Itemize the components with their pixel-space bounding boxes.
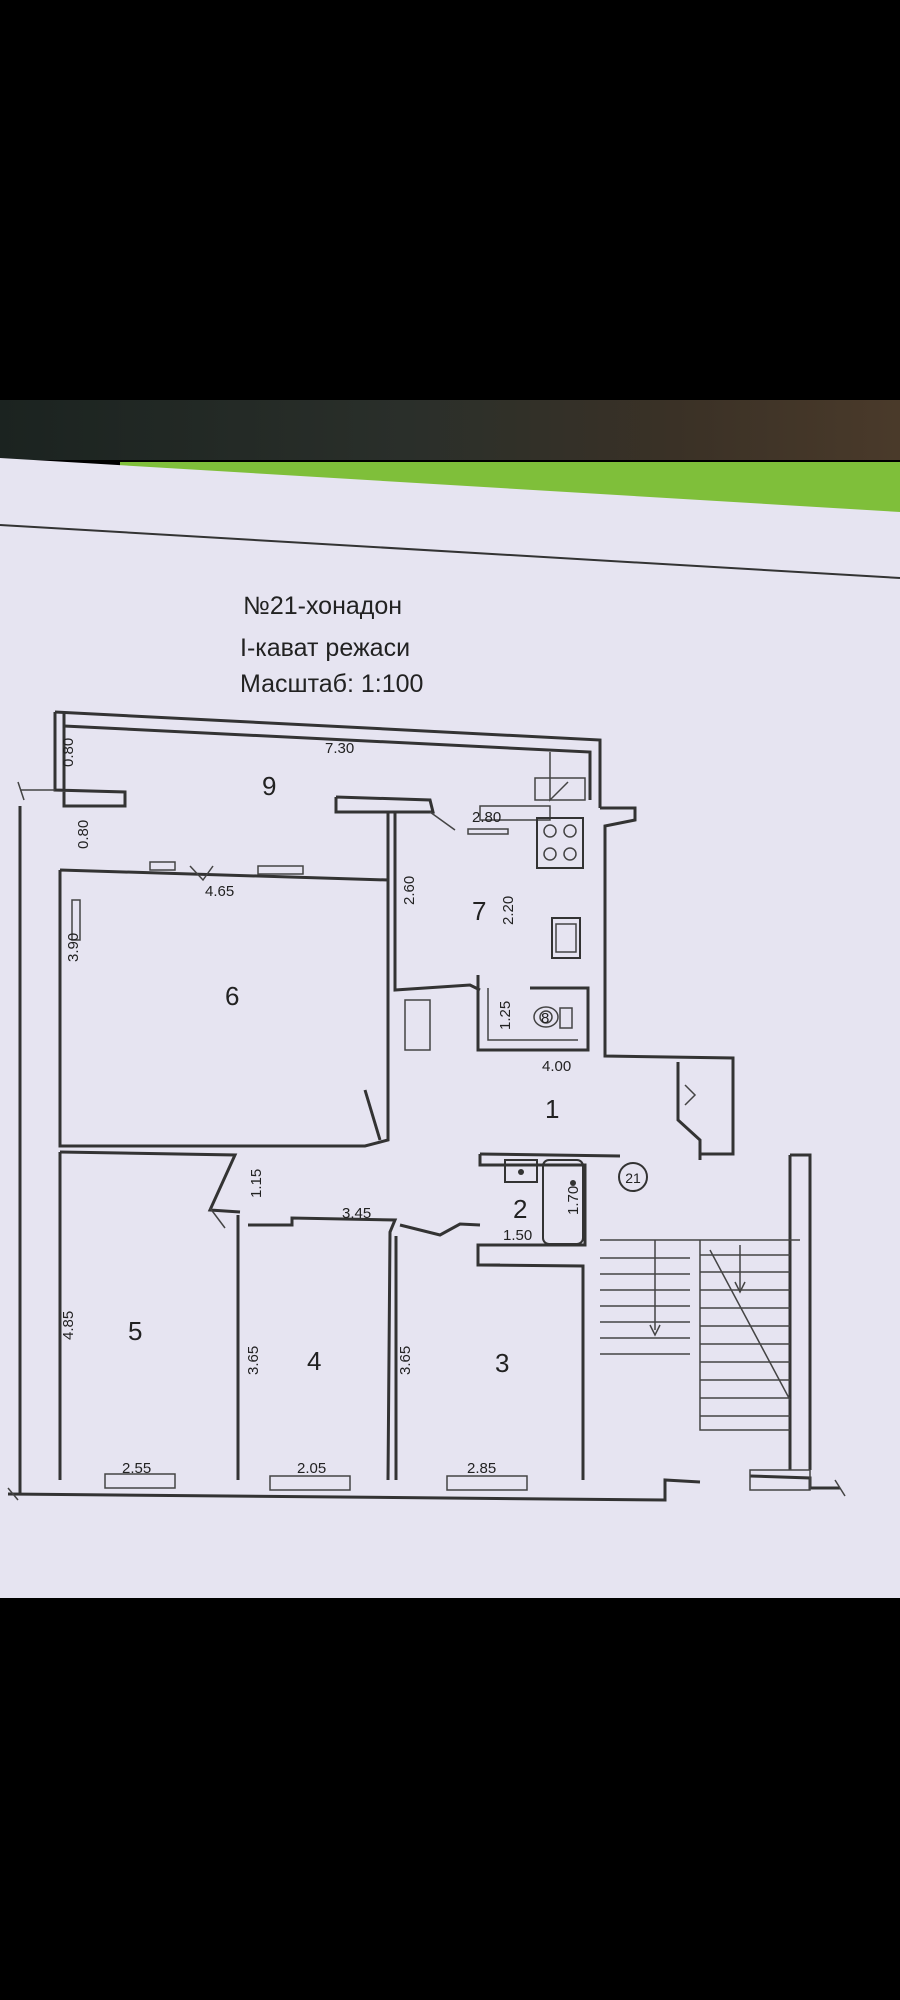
dim-7-30: 7.30 <box>325 740 354 757</box>
room-7-walls <box>393 777 586 992</box>
dim-0-80-top: 0.80 <box>60 738 77 767</box>
room-1-walls <box>363 1062 702 1160</box>
dim-0-80-bottom: 0.80 <box>75 820 92 849</box>
bathtub-icon <box>542 1159 584 1245</box>
dim-4-00: 4.00 <box>542 1058 571 1075</box>
dim-3-65-room4: 3.65 <box>245 1346 262 1375</box>
dim-1-50: 1.50 <box>503 1227 532 1244</box>
dim-2-20: 2.20 <box>500 896 517 925</box>
washbasin-icon <box>504 1159 538 1183</box>
bedrooms-walls <box>58 1150 585 1491</box>
room-label-3: 3 <box>495 1348 509 1378</box>
dim-1-70: 1.70 <box>565 1186 582 1215</box>
dim-2-60: 2.60 <box>401 876 418 905</box>
room-label-4: 4 <box>307 1346 321 1376</box>
dim-2-55: 2.55 <box>122 1460 151 1477</box>
apartment-number-marker: 21 <box>618 1162 648 1192</box>
stove-icon <box>536 817 584 869</box>
dim-2-85: 2.85 <box>467 1460 496 1477</box>
photo-strip <box>0 400 900 460</box>
dim-3-45: 3.45 <box>342 1205 371 1222</box>
dim-4-65: 4.65 <box>205 883 234 900</box>
stairwell <box>600 1153 812 1491</box>
dim-3-65-room3: 3.65 <box>397 1346 414 1375</box>
room-label-7: 7 <box>472 896 486 926</box>
room-label-8: 8 <box>541 1010 549 1027</box>
dim-4-85: 4.85 <box>60 1311 77 1340</box>
room-6-walls <box>58 810 405 1148</box>
dim-1-25: 1.25 <box>497 1001 514 1030</box>
room-label-9: 9 <box>262 771 276 801</box>
paper-sheet <box>0 458 900 1598</box>
frame-line <box>0 524 900 579</box>
toilet-icon <box>533 1006 573 1029</box>
dim-2-80: 2.80 <box>472 809 501 826</box>
room-label-5: 5 <box>128 1316 142 1346</box>
room-label-1: 1 <box>545 1094 559 1124</box>
room-8-walls <box>404 975 590 1052</box>
window-7 <box>534 777 586 801</box>
room-label-6: 6 <box>225 981 239 1011</box>
plan-subtitle: I-кават режаси <box>240 634 410 662</box>
dim-2-05: 2.05 <box>297 1460 326 1477</box>
room-9-walls <box>17 710 602 821</box>
room-2-walls <box>476 1152 621 1267</box>
apartment-marker-label: 21 <box>625 1170 641 1186</box>
dark-background-top <box>0 0 900 400</box>
plan-scale: Масштаб: 1:100 <box>240 670 423 698</box>
kitchen-sink-icon <box>551 917 581 959</box>
room-label-2: 2 <box>513 1194 527 1224</box>
plan-title: №21-хонадон <box>243 592 402 620</box>
dim-3-90: 3.90 <box>65 933 82 962</box>
dim-1-15: 1.15 <box>248 1169 265 1198</box>
